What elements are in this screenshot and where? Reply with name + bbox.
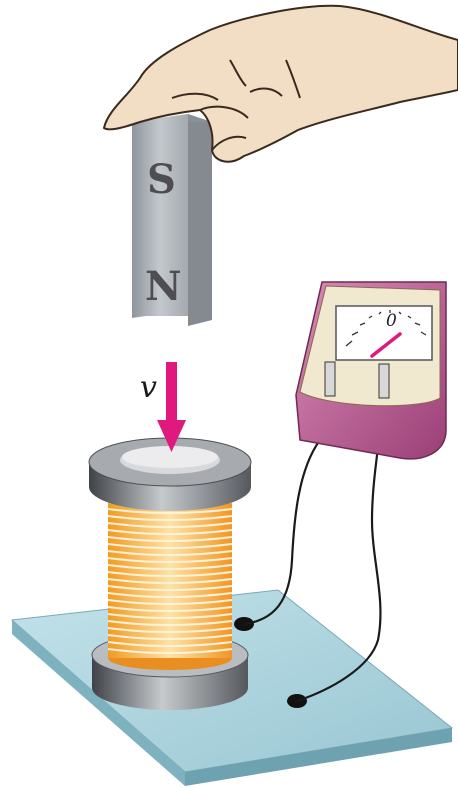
- north-pole-label: N: [145, 263, 182, 310]
- galvanometer: 0: [296, 282, 446, 459]
- velocity-label: v: [140, 370, 157, 405]
- zero-label: 0: [386, 311, 397, 331]
- bar-magnet: S N: [132, 114, 212, 326]
- south-pole-label: S: [147, 156, 176, 203]
- coil: [89, 438, 251, 710]
